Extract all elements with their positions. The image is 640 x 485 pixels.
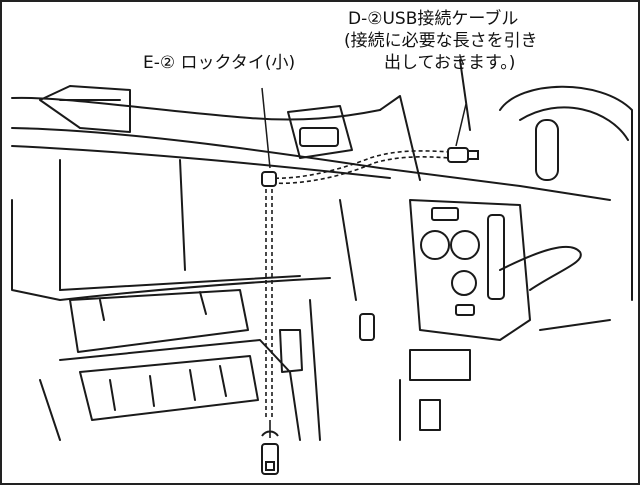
glovebox-lower [11,199,331,301]
a-pillar [379,95,421,181]
dial-lower [451,270,477,296]
glovebox-opening [69,289,249,353]
lower-console [59,339,301,441]
usb-cable-title: D-②USB接続ケーブル [348,9,519,29]
left-vent [39,85,131,133]
usb-cable-note-line2: 出しておきます。) [384,53,516,73]
lock-tie-label: E-② ロックタイ(小) [143,52,295,74]
lock-tie-text: E-② ロックタイ(小) [143,53,296,73]
leader-lines [261,87,467,169]
usb-jack-bottom [261,430,279,475]
center-vent [287,105,353,159]
switch [359,313,375,341]
dashboard-lip [11,145,391,179]
steering-wheel [499,85,633,301]
dial-center [450,230,480,260]
shift-slot [487,214,505,300]
wiper-stalk [535,119,559,181]
usb-cable-label: D-②USB接続ケーブル (接続に必要な長さを引き 出しておきます。) [344,8,538,74]
dial-left [420,230,450,260]
center-stack [409,199,531,341]
usb-plug-top [447,147,479,163]
usb-cable-note-line1: (接続に必要な長さを引き [344,31,538,51]
lock-tie [261,171,277,187]
usb-cable-route [265,150,451,438]
shift-lever [499,245,582,291]
dashboard-top-edge [11,127,611,201]
